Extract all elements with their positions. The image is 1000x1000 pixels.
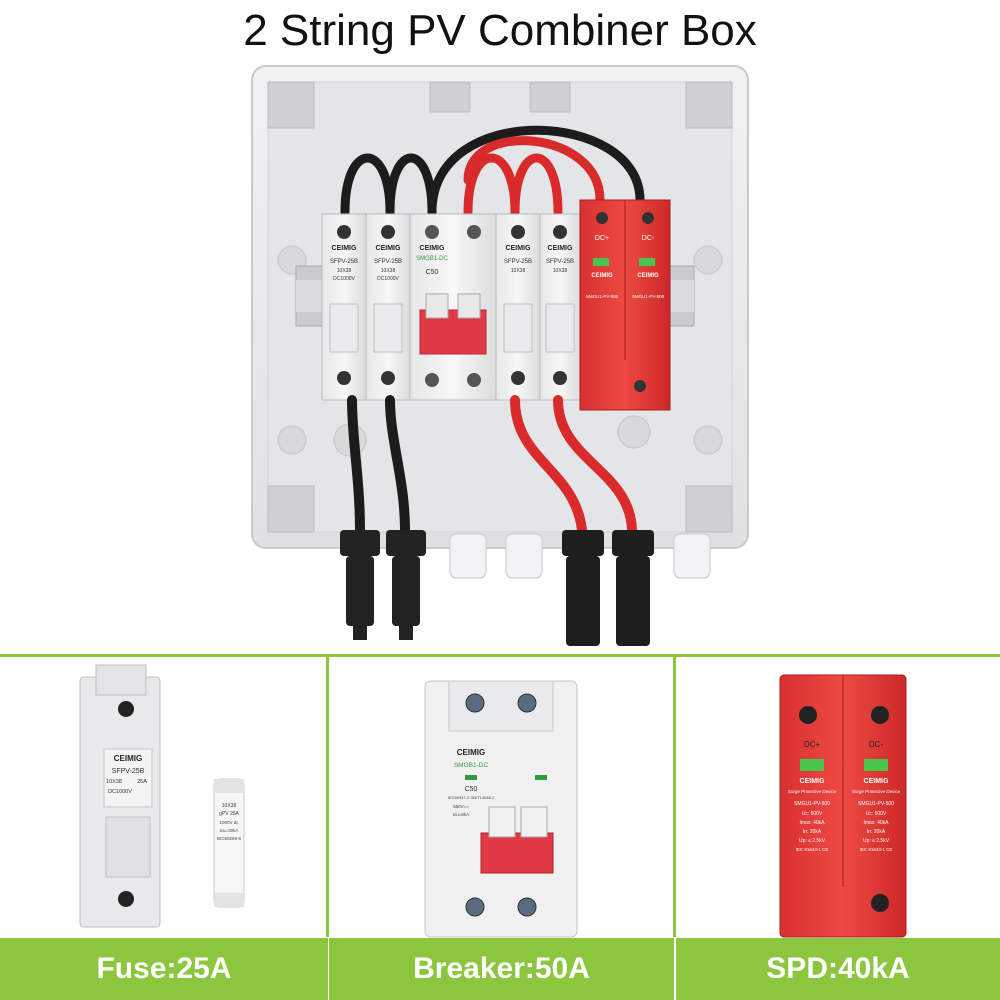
breaker-model: SMGB1-DC (416, 256, 448, 262)
fuse-holder-3: CEIMIG SFPV-25B 10X38 (495, 213, 541, 401)
fuse-holder-1: CEIMIG SFPV-25B 10X38 DC1000V (321, 213, 367, 401)
breaker-panel: CEIMIG SMGB1-DC C50 IEC60947-2 GB/T14048… (329, 657, 674, 1000)
fuse-holder-spec-3: DC1000V (108, 789, 132, 795)
spd-panel-uc-2: Uc: 500V (866, 811, 887, 817)
dc-breaker: CEIMIG SMGB1-DC C50 (409, 213, 497, 401)
spd-panel-plus: DC+ (804, 740, 821, 749)
fuse-holder-2: CEIMIG SFPV-25B 10X38 DC1000V (365, 213, 411, 401)
fuse-text-4: Icu=30kA (220, 828, 239, 833)
fuse-holder-1-brand: CEIMIG (332, 245, 357, 252)
surge-protective-device: DC+ DC- CEIMIG CEIMIG SMGU1-PV-500 SMGU1… (579, 199, 671, 411)
spd-panel-model-1: SMGU1-PV-500 (794, 801, 830, 807)
fuse-text-1: 10X38 (222, 803, 237, 809)
mc4-connector-black-1 (340, 530, 380, 640)
spd-panel-brand-1: CEIMIG (800, 778, 825, 785)
mc4-connector-red-2 (612, 530, 654, 646)
breaker-panel-voltage: 550V== (453, 804, 469, 809)
fuse-holder-model: SFPV-25B (112, 768, 145, 775)
breaker-image: CEIMIG SMGB1-DC C50 IEC60947-2 GB/T14048… (424, 680, 578, 938)
fuse-caption: Fuse:25A (0, 938, 328, 1000)
spd-panel-minus: DC- (869, 740, 884, 749)
spd-panel-up-1: Up: ≤ 2.5kV (799, 838, 826, 844)
fuse-holder-2-spec: 10X38 (381, 268, 396, 274)
spd-panel-in-2: In: 20kA (867, 829, 886, 835)
breaker-brand: CEIMIG (420, 245, 445, 252)
spd-caption: SPD:40kA (676, 938, 1000, 1000)
spd-panel-imax-2: Imax: 40kA (863, 820, 889, 826)
fuse-holder-4: CEIMIG SFPV-25B 10X38 (539, 213, 581, 401)
fuse-text-3: 1000V dc (219, 820, 239, 825)
fuse-holder-4-spec: 10X38 (553, 268, 568, 274)
fuse-holder-image: CEIMIG SFPV-25B 10X38 25A DC1000V (79, 664, 161, 928)
spd-model-1: SMGU1-PV-500 (586, 294, 619, 299)
fuse-holder-2-brand: CEIMIG (376, 245, 401, 252)
fuse-holder-1-spec: 10X38 (337, 268, 352, 274)
spd-panel-iec-1: IEC 61643-1 CE (796, 847, 829, 852)
breaker-panel-brand: CEIMIG (457, 748, 485, 757)
fuse-holder-brand: CEIMIG (114, 754, 142, 763)
spd-panel-heading-2: Surge Protective Device (852, 789, 901, 794)
spd-minus-label: DC- (642, 235, 655, 242)
fuse-text-5: IEC60269-6 (217, 836, 242, 841)
spd-model-2: SMGU1-PV-500 (632, 294, 665, 299)
mc4-connector-black-2 (386, 530, 426, 640)
fuse-holder-3-brand: CEIMIG (506, 245, 531, 252)
spd-panel: DC+ DC- CEIMIG CEIMIG Surge Protective D… (676, 657, 1000, 1000)
combiner-box-photo: CEIMIG SFPV-25B 10X38 DC1000V CEIMIG SFP… (0, 60, 1000, 650)
fuse-holder-4-model: SFPV-25B (546, 259, 574, 265)
fuse-holder-spec-1: 10X38 (106, 779, 122, 785)
cartridge-fuse-image: 10X38 gPV 25A 1000V dc Icu=30kA IEC60269… (213, 778, 245, 908)
fuse-holder-1-model: SFPV-25B (330, 259, 358, 265)
fuse-holder-4-brand: CEIMIG (548, 245, 573, 252)
fuse-panel: CEIMIG SFPV-25B 10X38 25A DC1000V 10X38 … (0, 657, 328, 1000)
fuse-holder-1-volt: DC1000V (333, 276, 355, 282)
spd-image: DC+ DC- CEIMIG CEIMIG Surge Protective D… (779, 674, 907, 938)
spd-brand-2: CEIMIG (637, 273, 659, 279)
breaker-panel-rating: C50 (465, 786, 478, 793)
breaker-caption: Breaker:50A (329, 938, 674, 1000)
spd-panel-up-2: Up: ≤ 2.5kV (863, 838, 890, 844)
breaker-rating: C50 (426, 269, 439, 276)
spd-panel-heading-1: Surge Protective Device (788, 789, 837, 794)
spd-panel-uc-1: Uc: 500V (802, 811, 823, 817)
breaker-panel-icu: Icu=6kA (453, 812, 469, 817)
panel-separator-1 (326, 657, 329, 937)
breaker-panel-std: IEC60947-2 GB/T14048.2 (448, 795, 495, 800)
fuse-holder-spec-2: 25A (137, 779, 147, 785)
spd-plus-label: DC+ (595, 235, 609, 242)
spd-panel-brand-2: CEIMIG (864, 778, 889, 785)
spd-panel-imax-1: Imax: 40kA (799, 820, 825, 826)
spd-panel-model-2: SMGU1-PV-500 (858, 801, 894, 807)
breaker-panel-model: SMGB1-DC (454, 762, 489, 769)
fuse-holder-3-spec: 10X38 (511, 268, 526, 274)
spd-brand-1: CEIMIG (591, 273, 613, 279)
spd-panel-in-1: In: 20kA (803, 829, 822, 835)
green-divider (0, 654, 1000, 657)
page-title: 2 String PV Combiner Box (243, 6, 757, 55)
fuse-holder-2-model: SFPV-25B (374, 259, 402, 265)
mc4-connector-red-1 (562, 530, 604, 646)
panel-separator-2 (673, 657, 676, 937)
fuse-holder-2-volt: DC1000V (377, 276, 399, 282)
fuse-holder-3-model: SFPV-25B (504, 259, 532, 265)
fuse-text-2: gPV 25A (219, 811, 239, 817)
spd-panel-iec-2: IEC 61643-1 CE (860, 847, 893, 852)
